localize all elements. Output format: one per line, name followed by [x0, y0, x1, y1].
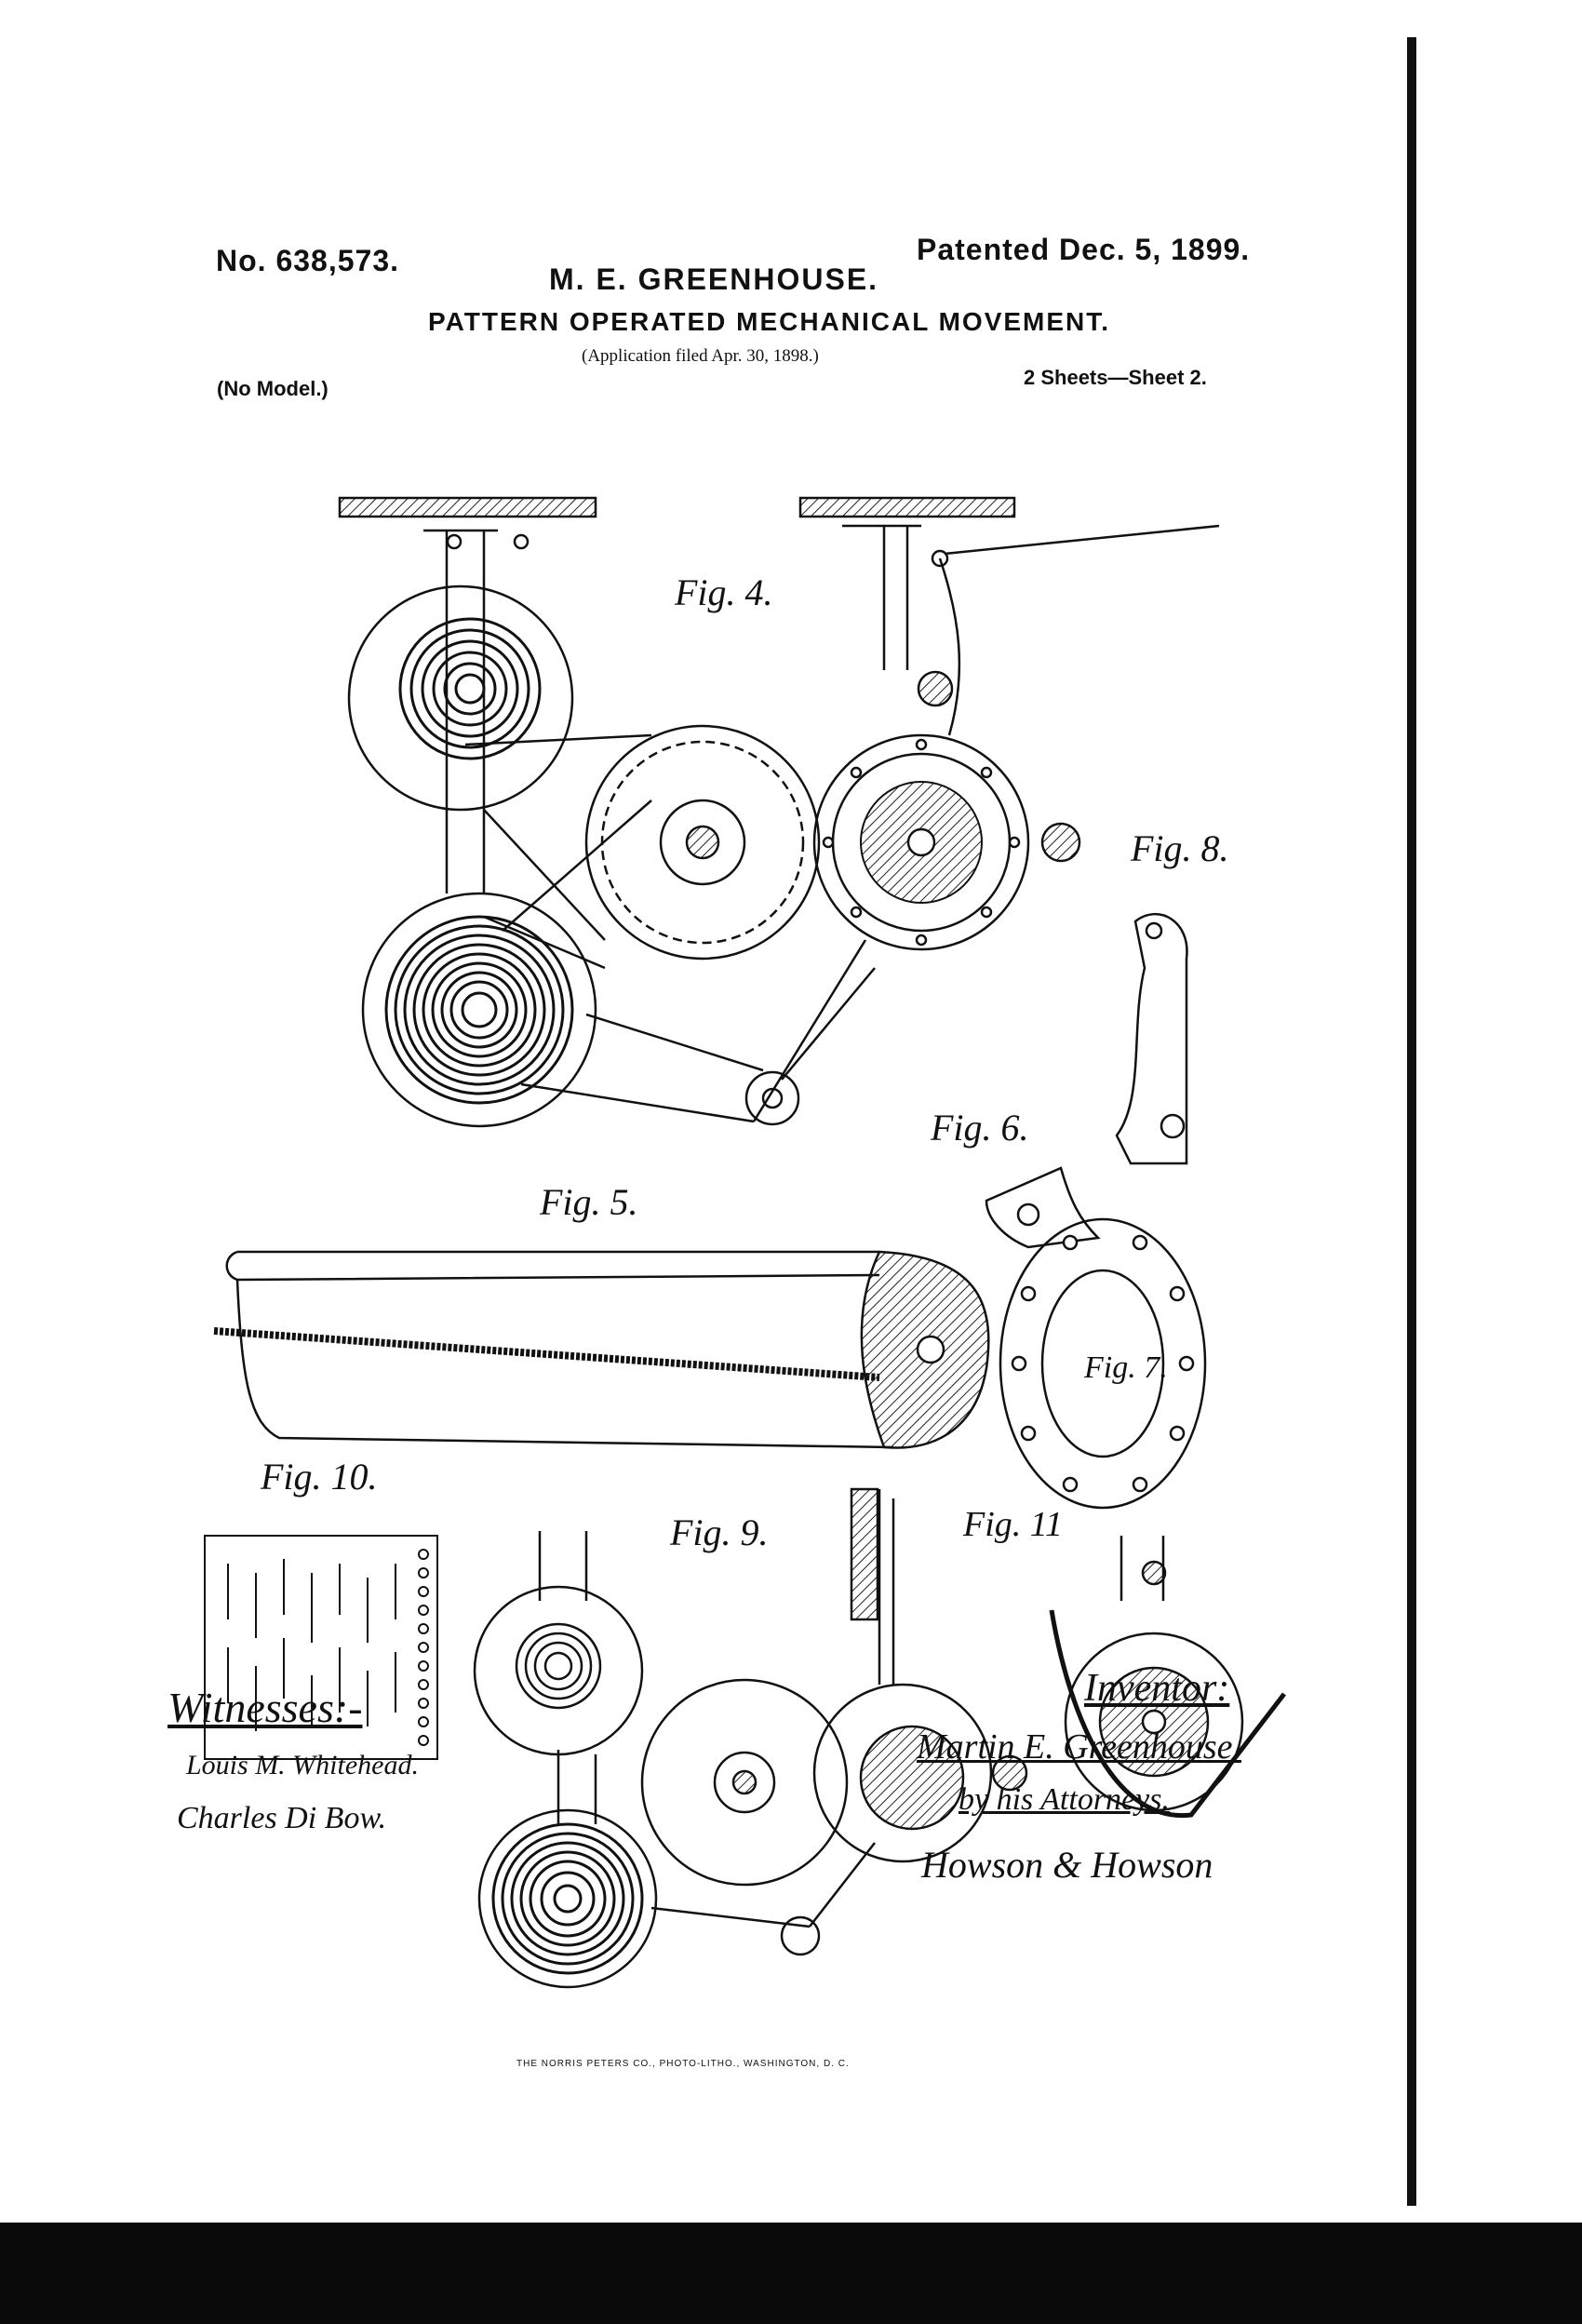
patent-number: No. 638,573.: [216, 244, 399, 277]
filing-date: (Application filed Apr. 30, 1898.): [582, 346, 819, 366]
fig7-label: Fig. 7.: [1083, 1350, 1168, 1385]
figure-4-drawing: [338, 496, 1220, 1128]
figure-7-drawing: [999, 1217, 1207, 1510]
figure-8-drawing: [1115, 912, 1188, 1165]
fig9-label: Fig. 9.: [669, 1511, 769, 1553]
figure-5-drawing: [213, 1250, 990, 1449]
witness-signature-1: Louis M. Whitehead.: [186, 1750, 419, 1780]
patent-date: Patented Dec. 5, 1899.: [917, 233, 1251, 266]
fig10-label: Fig. 10.: [260, 1456, 378, 1498]
witnesses-label: Witnesses:-: [168, 1684, 363, 1731]
figure-6-drawing: [985, 1166, 1101, 1249]
fig8-label: Fig. 8.: [1130, 827, 1229, 869]
fig11-label: Fig. 11: [962, 1505, 1063, 1544]
scan-border: [0, 2223, 1582, 2324]
printer-credit: THE NORRIS PETERS CO., PHOTO-LITHO., WAS…: [516, 2059, 850, 2069]
fig5-label: Fig. 5.: [539, 1181, 638, 1223]
inventor-label: Inventor:: [1084, 1667, 1230, 1710]
figure-9-drawing: [473, 1487, 1028, 1989]
witness-signature-2: Charles Di Bow.: [177, 1801, 387, 1835]
fig4-label: Fig. 4.: [674, 571, 773, 613]
sheet-count: 2 Sheets—Sheet 2.: [1024, 366, 1207, 389]
inventor-signature: Martin E. Greenhouse.: [917, 1727, 1241, 1767]
figure-10-drawing: [204, 1535, 438, 1760]
inventor-heading: M. E. GREENHOUSE.: [549, 262, 879, 296]
patent-title: PATTERN OPERATED MECHANICAL MOVEMENT.: [428, 307, 1111, 336]
attorneys-label: by his Attorneys.: [959, 1782, 1170, 1817]
page-edge-shadow: [1407, 37, 1416, 2206]
fig6-label: Fig. 6.: [930, 1107, 1029, 1149]
figure-11-drawing: [1049, 1536, 1286, 1819]
model-note: (No Model.): [217, 377, 328, 400]
attorney-signature: Howson & Howson: [921, 1844, 1213, 1886]
